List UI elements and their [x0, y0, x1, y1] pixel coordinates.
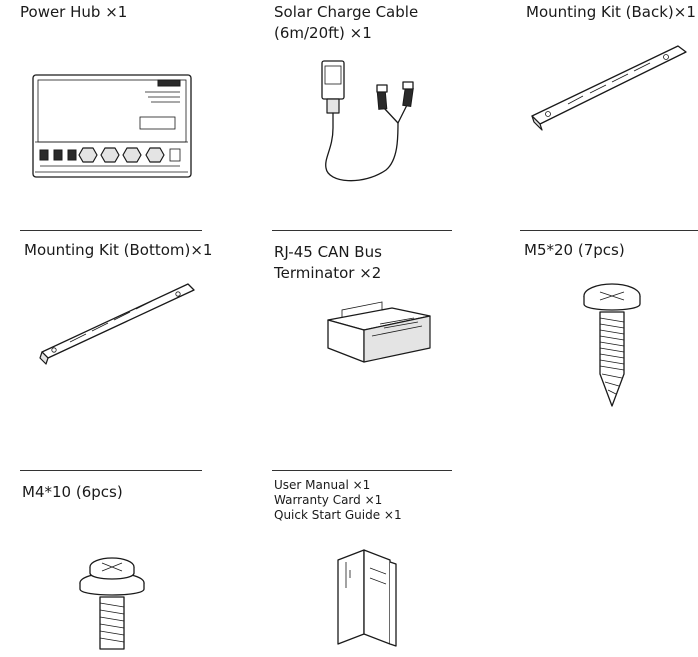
m4-screw-icon	[79, 557, 145, 650]
item-label: M5*20 (7pcs)	[524, 241, 625, 259]
item-label: RJ-45 CAN Bus Terminator ×2	[274, 243, 382, 282]
rj45-terminator-icon	[327, 301, 431, 363]
item-label: Mounting Kit (Bottom)×1	[24, 241, 213, 259]
m5-screw-icon	[583, 283, 641, 407]
item-label: Mounting Kit (Back)×1	[526, 3, 696, 21]
item-label: Solar Charge Cable (6m/20ft) ×1	[274, 3, 419, 42]
mounting-kit-back-icon	[531, 45, 687, 131]
item-label: User Manual ×1 Warranty Card ×1 Quick St…	[274, 478, 402, 522]
solar-charge-cable-icon	[321, 60, 414, 182]
mounting-kit-bottom-icon	[39, 283, 195, 365]
power-hub-icon	[32, 74, 192, 178]
documents-booklet-icon	[337, 549, 397, 647]
item-label: M4*10 (6pcs)	[22, 483, 123, 501]
item-label: Power Hub ×1	[20, 3, 128, 21]
